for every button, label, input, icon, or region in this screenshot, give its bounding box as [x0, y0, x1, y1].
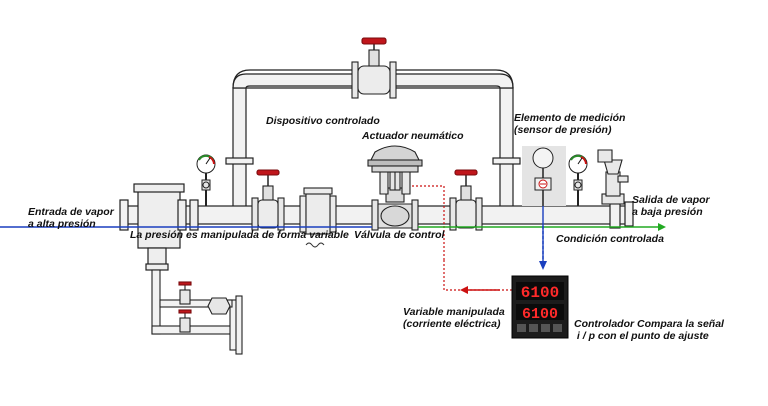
- electric-signal-line-low: [443, 260, 512, 291]
- label-control-valve: Válvula de control: [354, 229, 445, 241]
- label-measuring-element: Elemento de medición (sensor de presión): [514, 112, 626, 136]
- label-inlet: Entrada de vapor a alta presión: [28, 206, 114, 230]
- pressure-gauge-outlet: [568, 154, 588, 206]
- controller-button-1: [517, 324, 526, 332]
- isolation-valve-upstream: [251, 169, 285, 231]
- electric-signal-line: [412, 185, 445, 260]
- controller-unit: 6100 6100: [511, 275, 569, 339]
- label-manipulated-variable: Variable manipulada (corriente eléctrica…: [403, 306, 505, 330]
- bypass-gate-valve: [351, 37, 397, 99]
- controller-button-3: [541, 324, 550, 332]
- label-outlet: Salida de vapor a baja presión: [632, 194, 710, 218]
- label-controlled-condition: Condición controlada: [556, 233, 664, 245]
- label-controller: Controlador Compara la señal i / p con e…: [574, 318, 724, 342]
- pressure-gauge-inlet: [196, 154, 216, 206]
- controller-button-2: [529, 324, 538, 332]
- controller-bottom-display: 6100: [522, 306, 558, 323]
- label-controlled-device: Dispositivo controlado: [266, 115, 380, 127]
- controller-top-display: 6100: [521, 284, 559, 302]
- controlled-condition-arrow: [658, 223, 666, 231]
- safety-relief-valve: [597, 149, 629, 205]
- pressure-sensor: [522, 146, 566, 206]
- label-manipulated-pressure: La presión es manipulada de forma variab…: [130, 229, 349, 241]
- variable-pressure-symbol: [305, 242, 325, 248]
- strainer-body: [133, 183, 199, 271]
- control-valve: [367, 145, 423, 231]
- measurement-signal-arrow: [539, 261, 547, 270]
- manipulated-arrow-head: [460, 286, 468, 294]
- isolation-valve-downstream: [449, 169, 483, 231]
- controller-button-4: [553, 324, 562, 332]
- label-actuator: Actuador neumático: [362, 130, 464, 142]
- drain-line: [151, 269, 243, 355]
